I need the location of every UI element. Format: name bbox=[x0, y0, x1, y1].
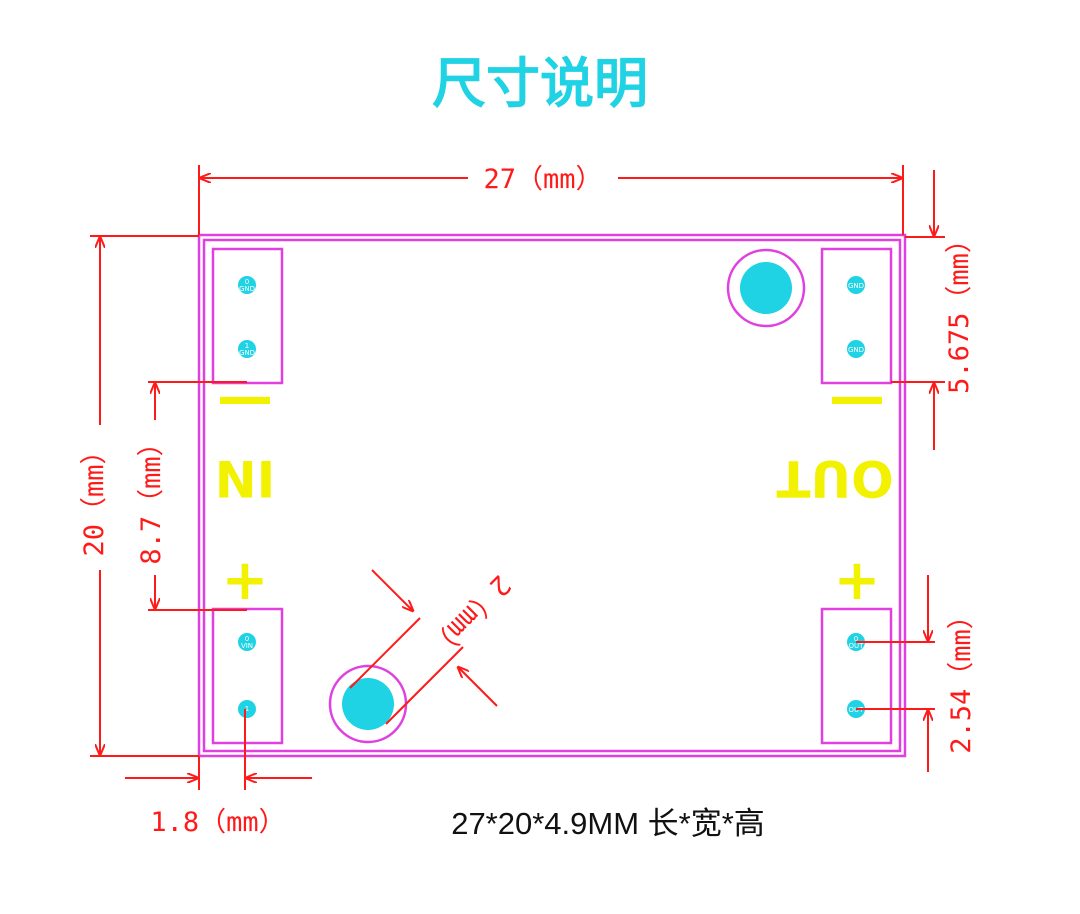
out-offset-label: 5.675（mm） bbox=[944, 226, 975, 394]
mount-hole-ring-top bbox=[726, 248, 806, 328]
hole-label: 2（mm） bbox=[422, 569, 517, 664]
hole-ext-2 bbox=[385, 646, 464, 725]
pitch-label: 2.54（mm） bbox=[946, 602, 977, 754]
pad-out-gnd-1 bbox=[847, 340, 865, 358]
mount-hole-top bbox=[740, 262, 792, 314]
width-label: 27（mm） bbox=[483, 164, 602, 195]
terminal-in-minus bbox=[211, 247, 284, 385]
svg-text:1: 1 bbox=[245, 342, 249, 350]
board-outline bbox=[197, 233, 907, 758]
hole-arrow-2 bbox=[458, 667, 498, 707]
in-minus-sign: — bbox=[217, 365, 273, 430]
terminal-out-plus bbox=[820, 607, 893, 745]
terminal-out-minus bbox=[820, 247, 893, 385]
out-plus-sign: + bbox=[834, 548, 881, 613]
svg-text:GND: GND bbox=[239, 349, 255, 357]
pad-in-vin-1 bbox=[238, 700, 256, 718]
svg-text:0: 0 bbox=[245, 278, 249, 286]
svg-text:GND: GND bbox=[848, 346, 864, 354]
edge-label: 1.8（mm） bbox=[150, 807, 285, 838]
terminal-in-plus bbox=[211, 607, 284, 745]
pad-out-gnd-0 bbox=[847, 276, 865, 294]
in-offset-label: 8.7（mm） bbox=[136, 429, 167, 564]
pad-in-vin-0 bbox=[238, 633, 256, 651]
out-minus-sign: — bbox=[829, 365, 885, 430]
hole-arrow-1 bbox=[371, 569, 413, 611]
svg-text:GND: GND bbox=[848, 282, 864, 290]
input-label: IN bbox=[215, 449, 275, 507]
pad-in-gnd-0 bbox=[238, 276, 256, 294]
output-label: OUT bbox=[776, 449, 893, 507]
mount-hole-bottom bbox=[342, 678, 394, 730]
height-label: 20（mm） bbox=[79, 437, 110, 556]
hole-ext-1 bbox=[349, 617, 421, 689]
spec-text: 27*20*4.9MM 长*宽*高 bbox=[451, 806, 765, 841]
pad-group: 0 GND 1 GND 0 VIN 1 GND GND 0 OUT OUT bbox=[238, 276, 865, 718]
svg-text:0: 0 bbox=[854, 635, 858, 643]
svg-text:1: 1 bbox=[245, 705, 249, 713]
svg-text:0: 0 bbox=[245, 635, 249, 643]
svg-text:OUT: OUT bbox=[849, 642, 865, 650]
svg-text:VIN: VIN bbox=[241, 642, 253, 650]
in-plus-sign: + bbox=[222, 548, 269, 613]
svg-text:GND: GND bbox=[239, 285, 255, 293]
board-outline-inner bbox=[202, 238, 902, 753]
pad-in-gnd-1 bbox=[238, 340, 256, 358]
page-title: 尺寸说明 bbox=[432, 52, 648, 115]
